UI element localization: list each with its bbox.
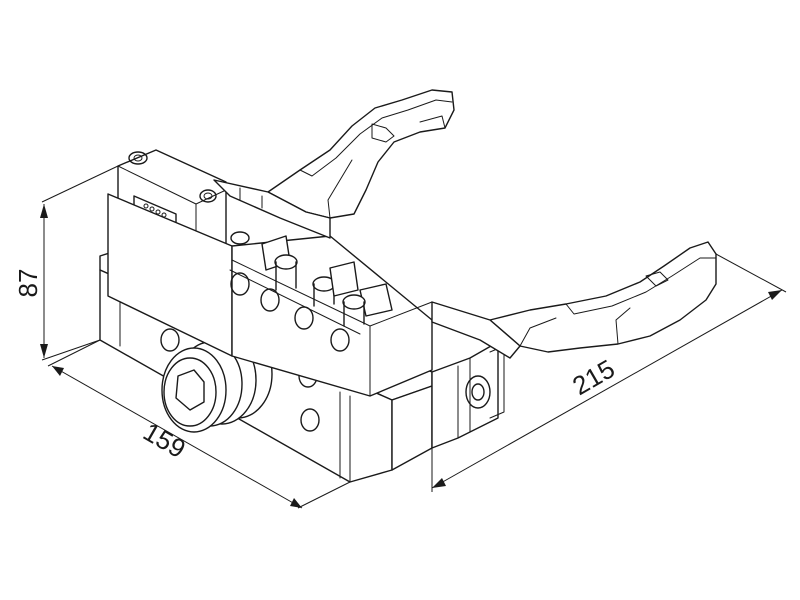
- upper-fork-arm: [267, 89, 455, 219]
- upper-housing: [107, 149, 521, 397]
- end-clamp-block: [431, 341, 505, 449]
- rotary-knob: [161, 329, 273, 433]
- lower-fork-arm: [489, 241, 717, 353]
- height-dimension-label: 87: [13, 269, 43, 298]
- height-dimension: 87: [13, 165, 119, 361]
- valve-cylinders: [230, 231, 393, 327]
- length-dimension-label: 215: [567, 353, 620, 401]
